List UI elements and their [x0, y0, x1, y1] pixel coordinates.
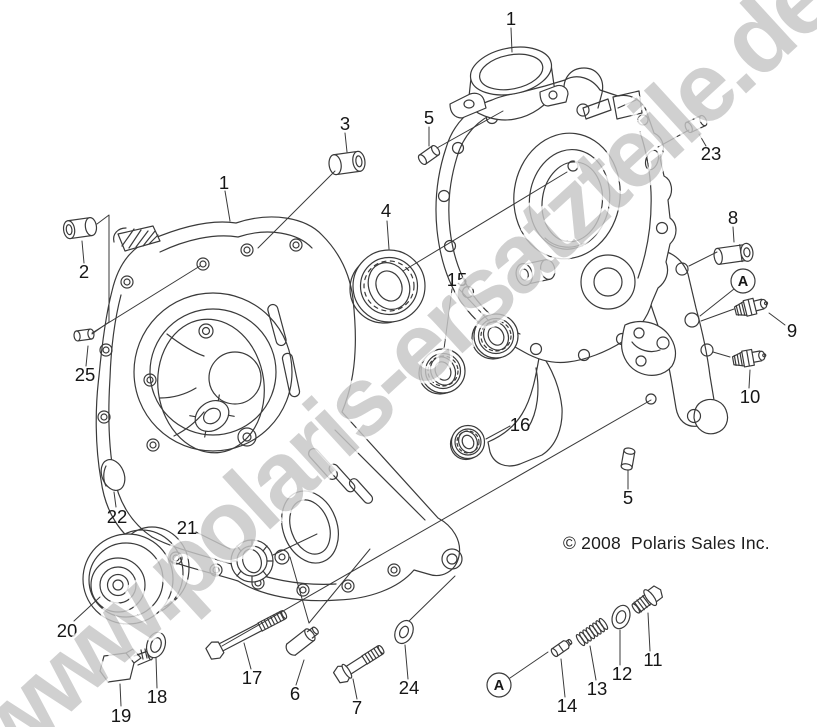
callout-19: 19 — [111, 705, 132, 726]
dowel-pin-25 — [73, 328, 95, 342]
callout-6: 6 — [290, 683, 300, 704]
callout-12: 12 — [612, 663, 633, 684]
dowel-pin-23 — [684, 114, 708, 134]
fitting-10 — [731, 348, 767, 368]
callout-5: 5 — [424, 107, 434, 128]
callout-18: 18 — [147, 686, 168, 707]
callout-2: 2 — [79, 261, 89, 282]
callout-23: 23 — [701, 143, 722, 164]
bushing-3 — [328, 150, 366, 176]
callout-14: 14 — [557, 695, 578, 716]
washer-12 — [611, 604, 631, 630]
valve-pin-14 — [550, 638, 573, 658]
callout-10: 10 — [740, 386, 761, 407]
callout-15: 15 — [447, 269, 468, 290]
callout-1: 1 — [219, 172, 229, 193]
oil-seal — [230, 539, 274, 583]
socket-bolt-8 — [713, 242, 754, 265]
callout-8: 8 — [728, 207, 738, 228]
copyright-notice: © 2008 Polaris Sales Inc. — [563, 533, 770, 553]
bearing-4 — [349, 249, 426, 324]
callout-1: 1 — [506, 8, 516, 29]
spring-13 — [575, 617, 609, 647]
reference-marker-A-2: A — [730, 268, 756, 294]
dowel-bushing-2 — [62, 217, 98, 240]
bearing-15b — [471, 313, 519, 360]
bolt-7 — [332, 644, 385, 684]
callout-11: 11 — [643, 649, 662, 670]
stud-bolt-17 — [205, 610, 288, 660]
callout-labels: 1123455678910111213141516171819202122232… — [57, 8, 797, 726]
washer-24 — [394, 619, 414, 645]
fitting-9 — [733, 297, 769, 317]
web-slots — [267, 303, 374, 504]
callout-24: 24 — [399, 677, 420, 698]
callout-25: 25 — [75, 364, 96, 385]
callout-16: 16 — [510, 414, 531, 435]
drain-plug-19 — [99, 648, 153, 683]
pulley — [82, 526, 190, 625]
reference-marker-A-1: A — [486, 672, 512, 698]
reference-marker-letter: A — [494, 678, 505, 694]
step-pin-6 — [285, 626, 319, 656]
dowel-pin-5b — [620, 447, 636, 471]
oval-plug — [100, 459, 126, 491]
bearing-15a — [418, 348, 466, 395]
callout-3: 3 — [340, 113, 350, 134]
reference-marker-letter: A — [738, 274, 749, 290]
left-crankcase-half — [95, 216, 556, 602]
washer-18 — [145, 631, 167, 659]
case-boss-bushing — [515, 259, 556, 286]
reference-markers: AA — [486, 268, 756, 698]
callout-21: 21 — [177, 517, 198, 538]
engine-mount-pad — [113, 225, 161, 252]
callout-4: 4 — [381, 200, 391, 221]
leader-lines — [73, 27, 786, 707]
center-shaft-boss — [189, 394, 235, 438]
callout-7: 7 — [352, 697, 362, 718]
callout-22: 22 — [107, 506, 128, 527]
callout-9: 9 — [787, 320, 797, 341]
callout-5: 5 — [623, 487, 633, 508]
callout-17: 17 — [242, 667, 263, 688]
flange-bolt-11 — [631, 585, 664, 614]
bearing-16 — [449, 424, 486, 461]
callout-13: 13 — [587, 678, 608, 699]
dowel-pin-5a — [417, 144, 441, 166]
right-crankcase-half — [435, 46, 729, 467]
callout-20: 20 — [57, 620, 78, 641]
